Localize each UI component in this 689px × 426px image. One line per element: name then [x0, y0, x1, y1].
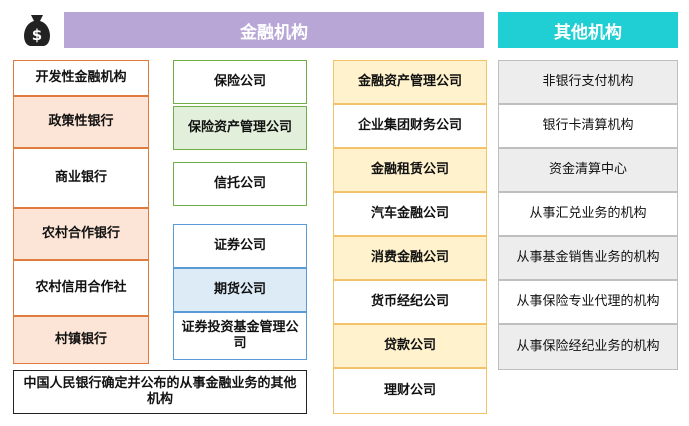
non-bank-financial-type-label: 企业集团财务公司 — [357, 118, 462, 133]
non-bank-financial-type-box: 消费金融公司 — [333, 236, 487, 280]
non-bank-financial-type-box: 汽车金融公司 — [333, 192, 487, 236]
other-institution-type-box: 从事基金销售业务的机构 — [498, 236, 678, 280]
other-institution-type-box: 非银行支付机构 — [498, 60, 678, 104]
bank-type-label: 开发性金融机构 — [35, 70, 127, 85]
non-bank-financial-type-label: 贷款公司 — [383, 338, 436, 353]
other-institution-type-box: 资金清算中心 — [498, 148, 678, 192]
column-other-institutions: 非银行支付机构银行卡清算机构资金清算中心从事汇兑业务的机构从事基金销售业务的机构… — [498, 60, 678, 370]
other-institution-type-box: 银行卡清算机构 — [498, 104, 678, 148]
bank-type-box: 农村信用合作社 — [13, 260, 149, 316]
other-institution-type-label: 银行卡清算机构 — [542, 118, 634, 133]
non-bank-financial-type-label: 理财公司 — [383, 383, 436, 398]
other-designated-institutions-label: 中国人民银行确定并公布的从事金融业务的其他机构 — [23, 376, 297, 407]
other-institution-type-label: 从事汇兑业务的机构 — [529, 206, 647, 221]
non-bank-financial-type-box: 金融资产管理公司 — [333, 60, 487, 104]
bank-type-box: 商业银行 — [13, 148, 149, 208]
other-institution-type-box: 从事汇兑业务的机构 — [498, 192, 678, 236]
insurance-trust-type-label: 保险公司 — [213, 74, 266, 89]
column-non-bank-financial: 金融资产管理公司企业集团财务公司金融租赁公司汽车金融公司消费金融公司货币经纪公司… — [333, 60, 487, 414]
non-bank-financial-type-box: 贷款公司 — [333, 324, 487, 368]
non-bank-financial-type-box: 金融租赁公司 — [333, 148, 487, 192]
non-bank-financial-type-label: 货币经纪公司 — [370, 294, 449, 309]
non-bank-financial-type-box: 企业集团财务公司 — [333, 104, 487, 148]
insurance-trust-type-box: 保险资产管理公司 — [173, 106, 307, 150]
insurance-trust-type-label: 信托公司 — [213, 176, 266, 191]
money-bag-icon: $ — [16, 10, 58, 48]
bank-type-label: 政策性银行 — [48, 114, 114, 129]
insurance-trust-type-box: 保险公司 — [173, 60, 307, 104]
bank-type-box: 开发性金融机构 — [13, 60, 149, 96]
non-bank-financial-type-label: 汽车金融公司 — [370, 206, 449, 221]
bank-type-label: 农村合作银行 — [41, 226, 120, 241]
other-institution-type-label: 非银行支付机构 — [542, 74, 634, 89]
other-institution-type-label: 从事基金销售业务的机构 — [516, 250, 660, 265]
non-bank-financial-type-label: 金融资产管理公司 — [357, 74, 462, 89]
header-other-institutions-label: 其他机构 — [554, 22, 622, 43]
svg-text:$: $ — [32, 26, 42, 44]
other-institution-type-box: 从事保险专业代理的机构 — [498, 280, 678, 324]
column-insurance-trust: 保险公司保险资产管理公司信托公司 — [173, 60, 307, 206]
other-institution-type-label: 从事保险经纪业务的机构 — [516, 339, 660, 354]
securities-type-box: 证券投资基金管理公司 — [173, 312, 307, 360]
bank-type-box: 农村合作银行 — [13, 208, 149, 260]
securities-type-label: 期货公司 — [213, 282, 266, 297]
header-financial-institutions: 金融机构 — [64, 12, 484, 48]
bank-type-label: 商业银行 — [54, 170, 107, 185]
securities-type-label: 证券投资基金管理公司 — [181, 320, 299, 351]
insurance-trust-type-label: 保险资产管理公司 — [187, 120, 292, 135]
column-banks: 开发性金融机构政策性银行商业银行农村合作银行农村信用合作社村镇银行 — [13, 60, 149, 364]
securities-type-box: 证券公司 — [173, 224, 307, 268]
non-bank-financial-type-label: 消费金融公司 — [370, 250, 449, 265]
bank-type-box: 村镇银行 — [13, 316, 149, 364]
bank-type-label: 农村信用合作社 — [35, 280, 127, 295]
insurance-trust-type-box: 信托公司 — [173, 162, 307, 206]
other-institution-type-box: 从事保险经纪业务的机构 — [498, 324, 678, 370]
header-other-institutions: 其他机构 — [498, 12, 678, 48]
securities-type-box: 期货公司 — [173, 268, 307, 312]
non-bank-financial-type-box: 理财公司 — [333, 368, 487, 414]
other-designated-institutions-note: 中国人民银行确定并公布的从事金融业务的其他机构 — [13, 370, 307, 414]
bank-type-box: 政策性银行 — [13, 96, 149, 148]
bank-type-label: 村镇银行 — [54, 332, 107, 347]
header-financial-institutions-label: 金融机构 — [240, 22, 308, 43]
non-bank-financial-type-box: 货币经纪公司 — [333, 280, 487, 324]
non-bank-financial-type-label: 金融租赁公司 — [370, 162, 449, 177]
securities-type-label: 证券公司 — [213, 238, 266, 253]
other-institution-type-label: 资金清算中心 — [548, 162, 627, 177]
other-institution-type-label: 从事保险专业代理的机构 — [516, 294, 660, 309]
column-securities-futures: 证券公司期货公司证券投资基金管理公司 — [173, 224, 307, 360]
